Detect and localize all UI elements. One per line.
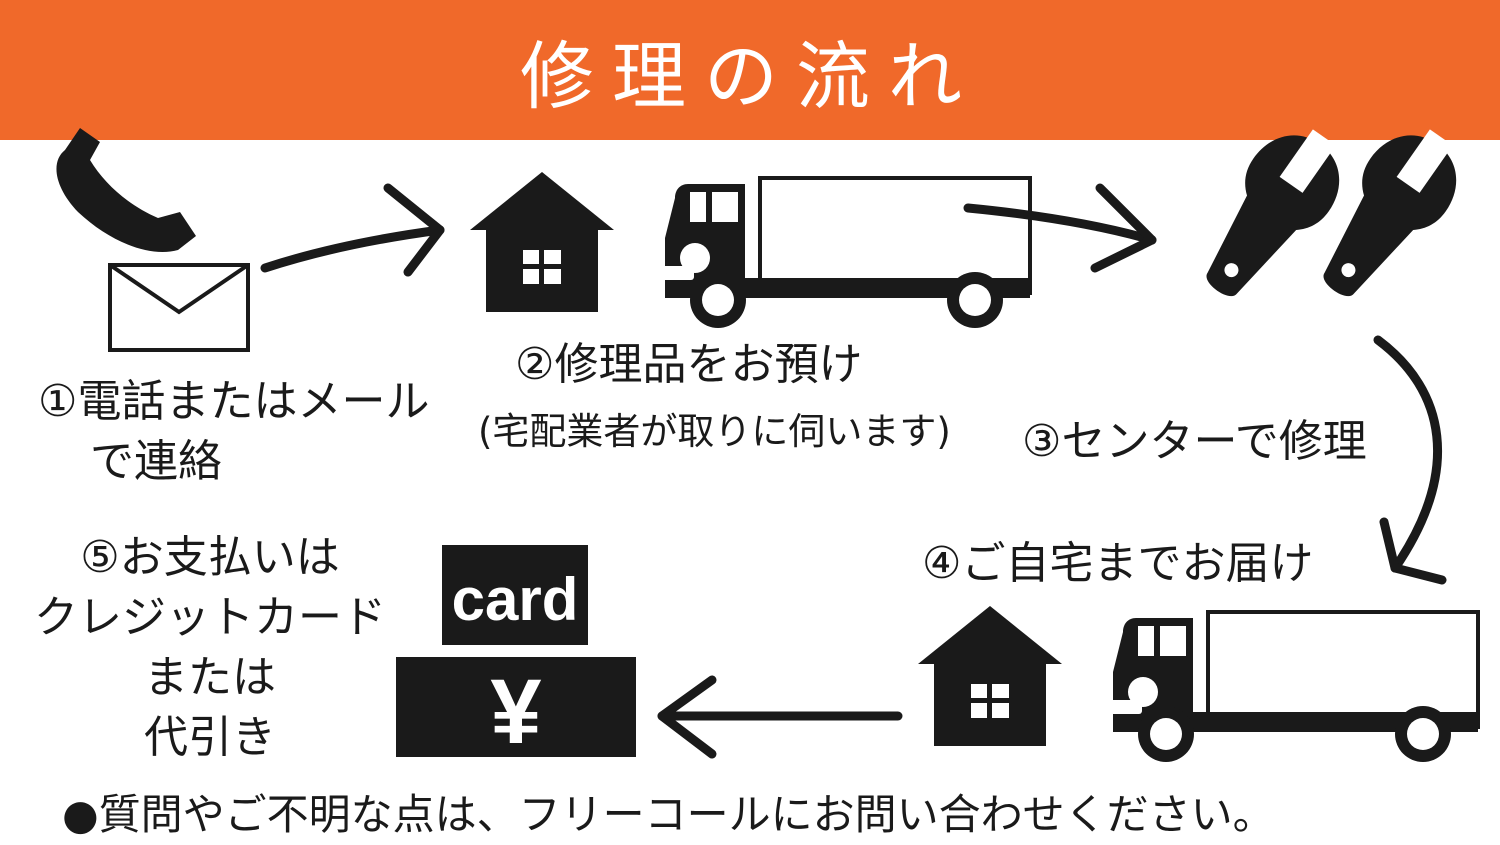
step1-label: ①電話またはメール で連絡 [38,372,429,492]
step3-label: ③センターで修理 [1022,416,1367,467]
phone-icon [56,128,196,253]
house-icon [918,606,1062,746]
arrow-icon [260,183,445,277]
footer-note: ●質問やご不明な点は、フリーコールにお問い合わせください。 [62,790,1275,839]
header-banner: 修理の流れ [0,0,1500,140]
step1-line2: で連絡 [90,436,222,487]
step1-line1: ①電話またはメール [38,376,430,427]
card-text: card [452,566,579,633]
page-title: 修理の流れ [520,33,980,120]
truck-icon [1106,610,1480,764]
step5-line4: 代引き [144,712,276,763]
step2-line1: ②修理品をお預け [515,339,863,390]
step4-label: ④ご自宅までお届け [922,538,1314,589]
step2-label: ②修理品をお預け [515,335,862,395]
step5-line2: クレジットカード [34,592,386,643]
step5-line3: または [144,652,276,703]
card-icon: card [442,545,588,645]
yen-text: ¥ [490,661,541,763]
truck-icon [658,176,1032,330]
house-icon [470,172,614,312]
step5-label: ⑤お支払いは クレジットカード または 代引き [30,528,390,768]
step5-line1: ⑤お支払いは [80,532,340,583]
arrow-icon [1373,335,1447,585]
arrow-icon [657,675,903,759]
arrow-icon [963,183,1157,273]
yen-icon: ¥ [396,657,636,763]
step2-sublabel: (宅配業者が取りに伺います) [478,410,951,453]
mail-icon [108,263,250,352]
